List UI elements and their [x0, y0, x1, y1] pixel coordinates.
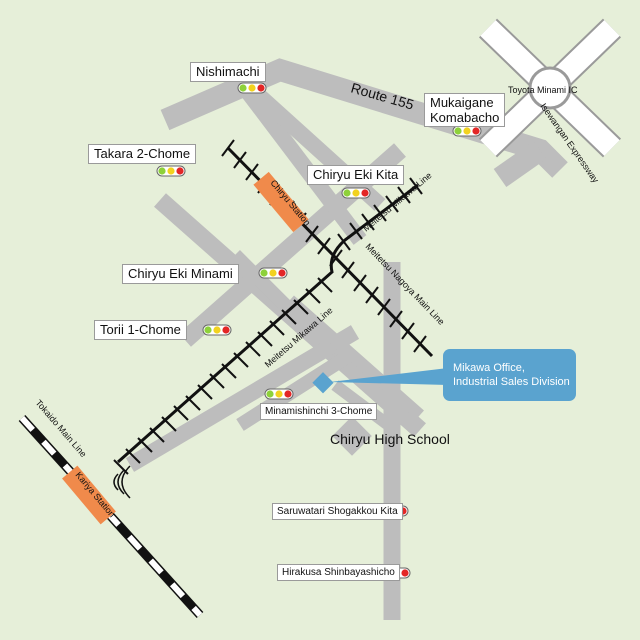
road	[241, 87, 367, 245]
traffic-signal-minamishinchi-3-chome	[264, 388, 294, 400]
office-callout[interactable]: Mikawa Office, Industrial Sales Division	[443, 349, 576, 401]
intersection-label-chiryu-eki-minami: Chiryu Eki Minami	[122, 264, 239, 284]
route-155-road	[160, 58, 568, 178]
mikawa-line	[117, 183, 419, 464]
road	[236, 349, 354, 431]
intersection-label-mukaigane-komabacho: Mukaigane Komabacho	[424, 93, 506, 127]
road	[249, 86, 386, 211]
intersection-label-torii-1-chome: Torii 1-Chome	[94, 320, 187, 340]
road	[493, 140, 547, 188]
road	[286, 295, 424, 420]
tokaido-line-label: Tokaido Main Line	[33, 398, 88, 459]
intersection-label-nishimachi: Nishimachi	[190, 62, 266, 82]
tokaido-main-line	[18, 414, 204, 619]
road	[125, 325, 360, 472]
office-marker	[312, 372, 334, 394]
chiryu-station-block	[253, 171, 309, 233]
traffic-signal-torii-1-chome	[202, 324, 232, 336]
traffic-signal-takara-2-chome	[156, 165, 186, 177]
office-callout-line2: Industrial Sales Division	[453, 376, 570, 388]
school-label: Chiryu High School	[330, 431, 450, 447]
interchange-label: Toyota Minami IC	[508, 85, 578, 95]
office-callout-pointer	[330, 368, 448, 385]
school-building	[332, 416, 372, 456]
traffic-signal-mukaigane-komabacho	[452, 125, 482, 137]
traffic-signal-chiryu-eki-minami	[258, 267, 288, 279]
office-callout-line1: Mikawa Office,	[453, 362, 525, 374]
nagoya-line-label: Meitetsu Nagoya Main Line	[364, 241, 447, 326]
intersection-label-chiryu-eki-kita: Chiryu Eki Kita	[307, 165, 405, 185]
intersection-label-saruwatari-shogakkou-kita: Saruwatari Shogakkou Kita	[272, 503, 403, 520]
interchange-circle	[528, 66, 572, 110]
transfer-connector	[113, 465, 131, 499]
intersection-label-minamishinchi-3-chome: Minamishinchi 3-Chome	[260, 403, 378, 420]
kariya-station-block	[62, 465, 116, 525]
traffic-signal-chiryu-eki-kita	[341, 187, 371, 199]
intersection-label-hirakusa-shinbayashicho: Hirakusa Shinbayashicho	[277, 564, 400, 581]
traffic-signal-nishimachi	[237, 82, 267, 94]
intersection-label-takara-2-chome: Takara 2-Chome	[88, 144, 197, 164]
